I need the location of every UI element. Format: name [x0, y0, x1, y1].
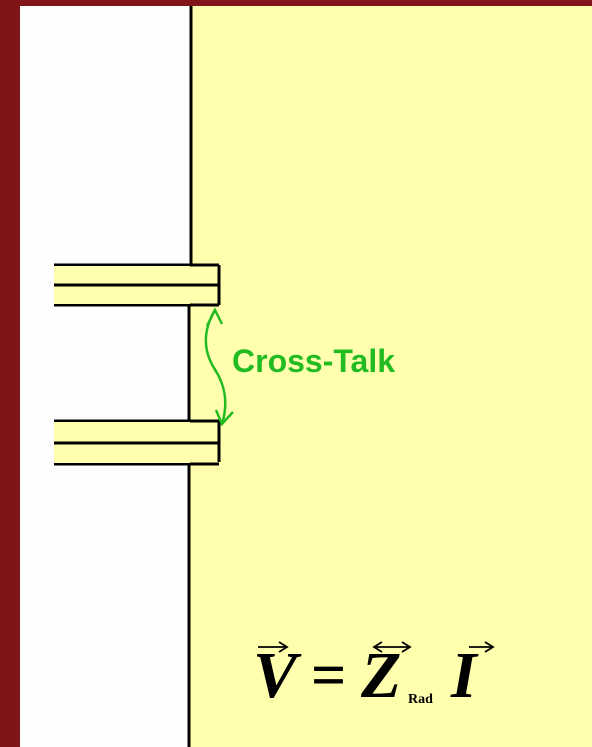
left-panel	[20, 6, 190, 747]
conductor-outline-middle	[54, 303, 191, 423]
coupling-wave-arrow	[204, 309, 227, 425]
cross-talk-label: Cross-Talk	[232, 343, 395, 379]
lower-feed-line	[54, 419, 219, 466]
arrowhead-top	[205, 307, 224, 327]
right-panel	[190, 6, 592, 747]
arrowhead-bottom	[214, 409, 234, 427]
conductor-outline-bottom	[54, 462, 191, 747]
upper-feed-line	[54, 263, 219, 307]
